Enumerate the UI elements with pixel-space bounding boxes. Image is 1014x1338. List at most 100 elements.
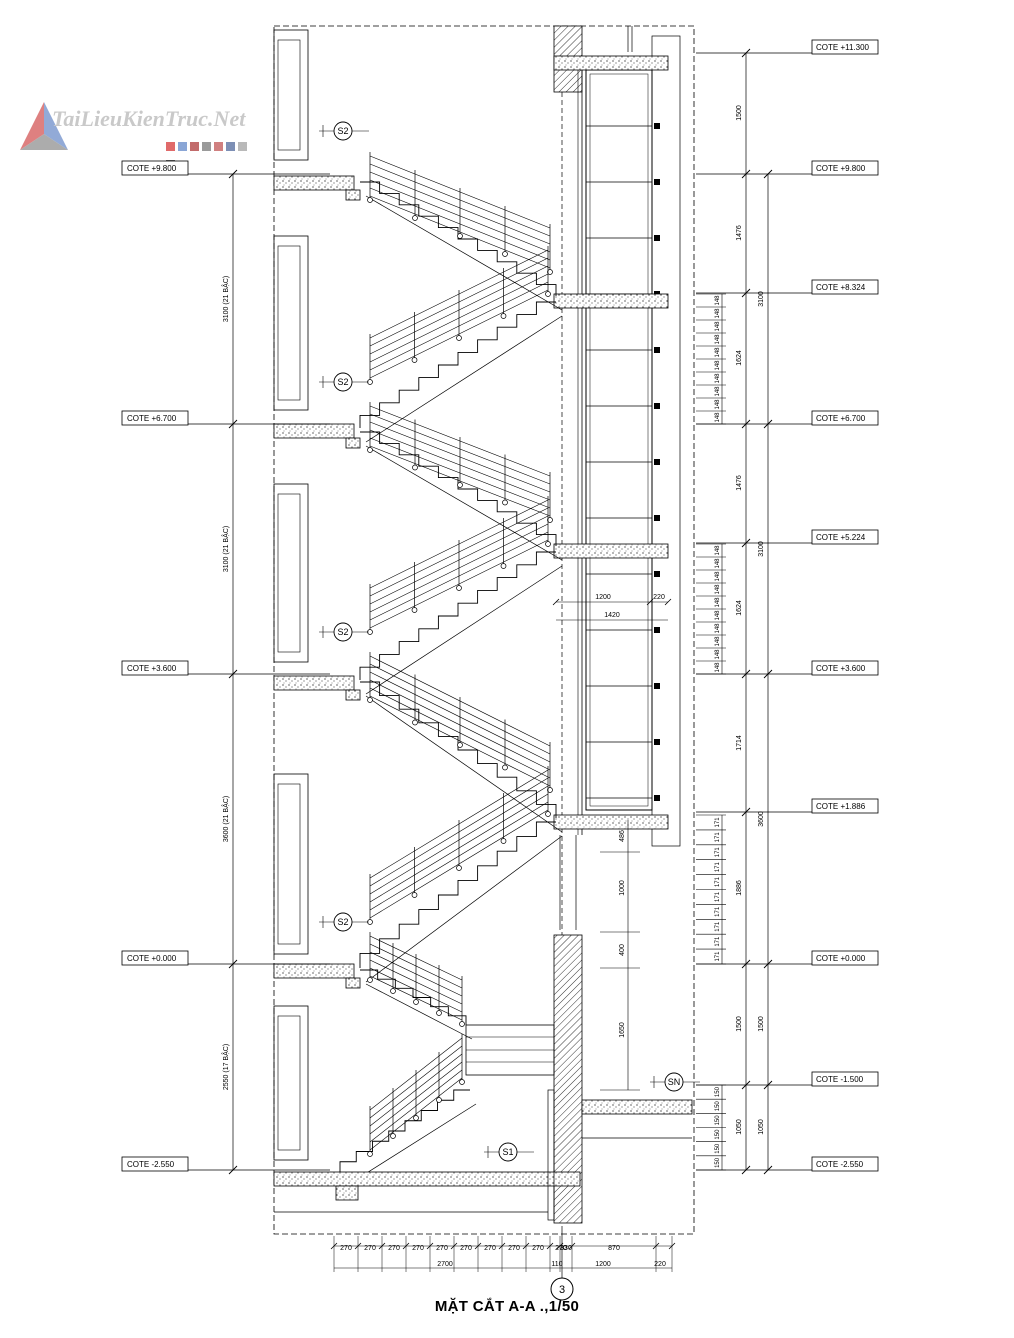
railing-post-base [412,464,418,471]
cote-right-marker: COTE -2.550 [696,1156,879,1172]
section-tag: S1 [484,1142,534,1162]
railing-post-base [456,335,462,341]
right-outer-dim-label: 3600 [758,811,765,827]
right-inner-dim-label: 1476 [736,225,743,241]
bottom-dim-label: 110 [551,1261,562,1268]
window-anchor [654,515,660,521]
bottom-dim-label: 270 [388,1245,400,1252]
riser-label: 148 [715,399,721,410]
wall-panels [273,29,309,1161]
watermark-square [166,142,175,151]
bottom-dim-label: 270 [460,1245,472,1252]
railing-post-base [411,357,418,363]
railing-post-base [545,541,551,547]
stair-steps [360,969,467,1025]
riser-label: 148 [715,597,721,608]
railing-post-base [502,499,508,506]
riser-label: 171 [715,861,721,872]
bottom-dim-label: 870 [608,1245,620,1252]
railing-post-base [367,447,373,453]
stair-steps [360,681,557,818]
window-anchor [654,627,660,633]
left-dim-label: 3600 (21 BẬC) [221,796,230,842]
railing-post-base [547,787,553,793]
railing-post-base [456,865,462,871]
floor-slab [273,175,355,191]
railing-post-base [436,1097,442,1103]
watermark-square [238,142,247,151]
cote-right-marker: COTE +8.324 [696,279,879,295]
left-dim-label: 2550 (17 BẬC) [221,1044,230,1090]
riser-label: 148 [715,360,721,371]
wall-panel-inner [277,493,301,653]
riser-label: 148 [715,386,721,397]
section-tag-label: S2 [337,917,348,927]
wall-panel [273,773,309,955]
riser-label: 148 [715,412,721,423]
left-dim-label: 3100 (21 BẬC) [221,276,230,322]
section-tag: SN [650,1072,700,1092]
cote-right-marker: COTE +3.600 [696,660,879,676]
section-tag: S2 [319,622,369,642]
railing-post-base [545,291,551,297]
riser-label: 148 [715,623,721,634]
cote-right-marker: COTE +9.800 [696,160,879,176]
right-dimension-chain: 1500147616241476162417141886150010503100… [736,48,773,1175]
stair-soffit [365,695,563,833]
watermark-logo: TaiLieuKienTruc.Net [16,100,261,169]
watermark-text: TaiLieuKienTruc.Net [52,106,246,131]
riser-label: 150 [715,1086,721,1097]
railing-post-base [390,1133,396,1139]
railing-post-base [459,1021,465,1027]
watermark-square [202,142,211,151]
railing-post-base [547,517,553,523]
riser-label: 148 [715,295,721,306]
riser-label: 171 [715,891,721,902]
cote-right-label: COTE +6.700 [816,414,866,423]
riser-label: 150 [715,1143,721,1154]
cote-left-marker: COTE +9.800 [121,160,330,176]
cote-right-label: COTE +1.886 [816,802,866,811]
right-inner-dim-label: 1624 [736,350,743,366]
left-dim-label: 3100 (21 BẬC) [221,526,230,572]
cote-right-label: COTE +8.324 [816,283,866,292]
watermark-square [190,142,199,151]
cote-left-label: COTE -2.550 [127,1160,175,1169]
railing-post-base [456,585,462,591]
bottom-dim-label: 1200 [595,1261,611,1268]
riser-label: 150 [715,1129,721,1140]
cote-right-marker: COTE +0.000 [696,950,879,966]
riser-label: 148 [715,545,721,556]
wall-panel [273,29,309,161]
drawing-title: MẶT CẮT A-A .,1/50 [434,1298,580,1315]
riser-label: 148 [715,584,721,595]
bottom-dim-label: 270 [508,1245,520,1252]
stair-steps [359,821,556,968]
right-inner-dim-label: 1050 [736,1119,743,1135]
landing-slab [553,814,669,830]
window-anchor [654,459,660,465]
window-anchor [654,235,660,241]
cote-left-marker: COTE +3.600 [121,660,330,676]
right-outer-dim-label: 3100 [758,291,765,307]
riser-label: 148 [715,662,721,673]
riser-label: 150 [715,1157,721,1168]
cote-right-label: COTE +3.600 [816,664,866,673]
cote-right-label: COTE +9.800 [816,164,866,173]
railing-post-base [500,313,507,319]
stair-steps [360,431,557,546]
mid-dim-label: 220 [653,594,665,601]
bottom-dim-label: 270 [436,1245,448,1252]
section-tag-label: SN [668,1077,681,1087]
window-anchor [654,795,660,801]
railing-post-base [502,764,508,771]
right-inner-dim-label: 1624 [736,600,743,616]
watermark-square [226,142,235,151]
railing-post-base [412,719,418,726]
section-tag-label: S1 [502,1147,513,1157]
railing-post-base [436,1010,442,1016]
mid-dim-label: 1420 [604,612,620,619]
wall-panel-inner [277,783,301,945]
